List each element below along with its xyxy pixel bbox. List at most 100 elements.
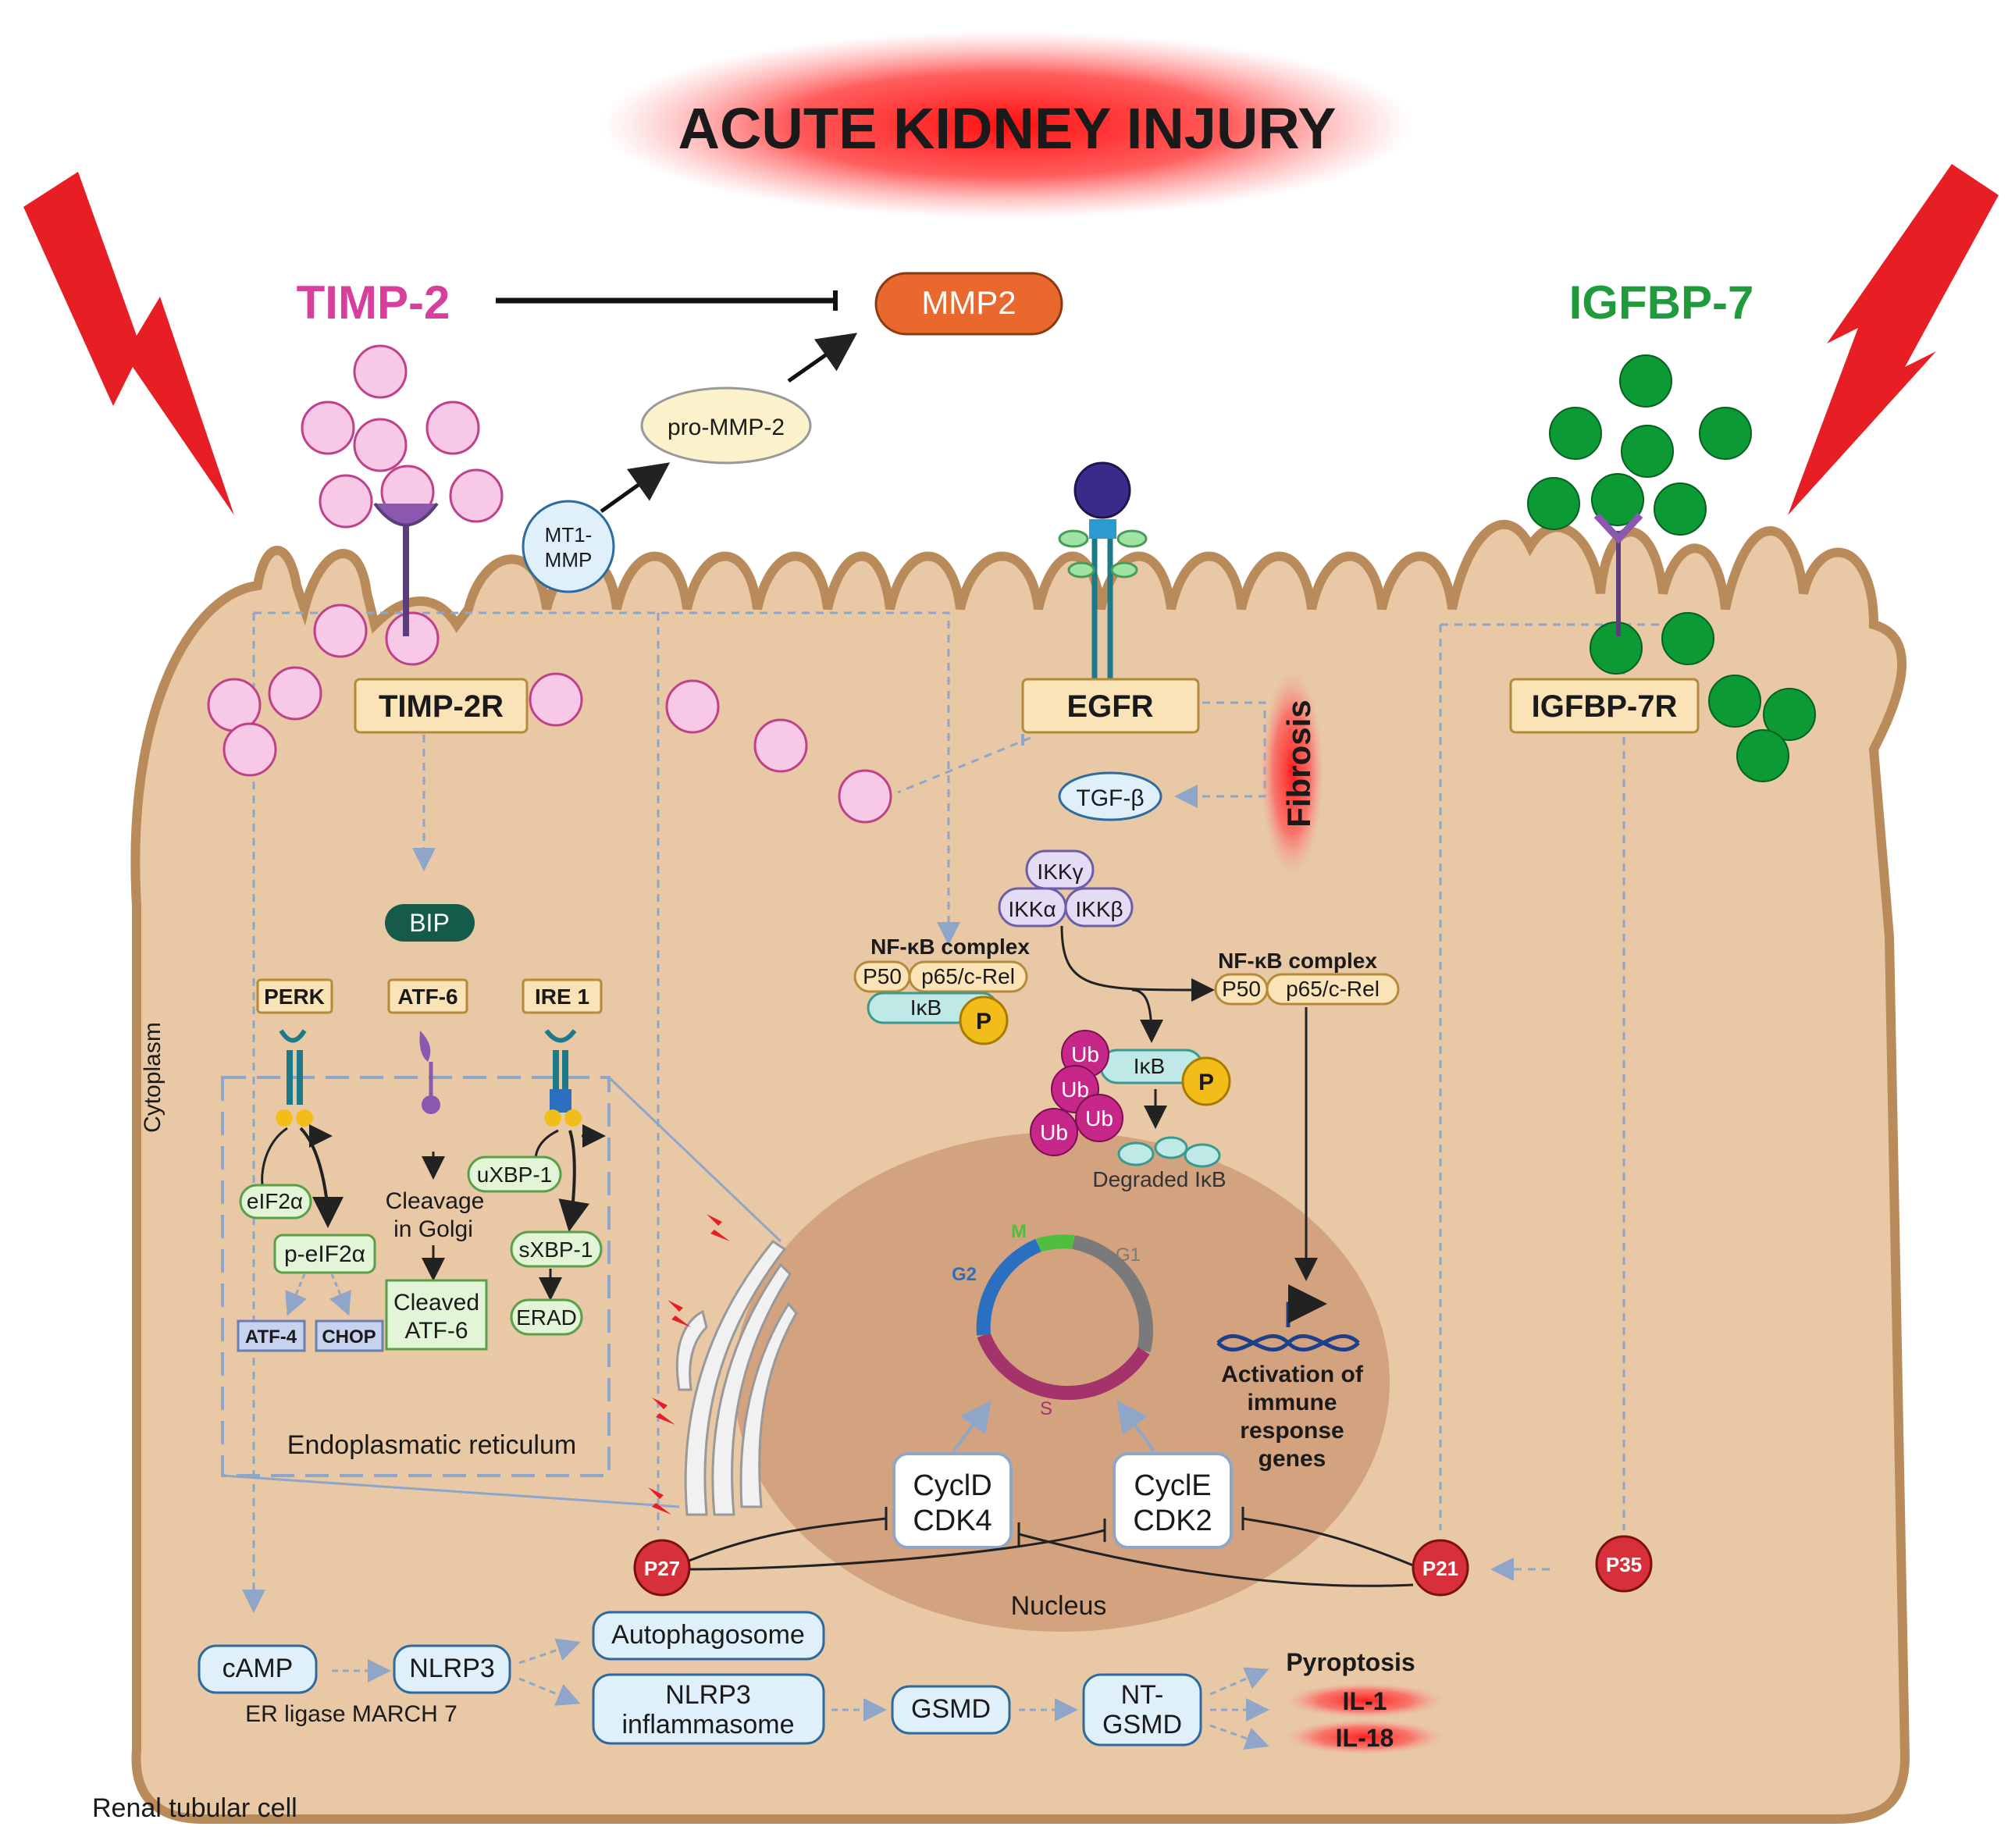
mmp2-label: MMP2 xyxy=(921,284,1016,321)
svg-text:Ub: Ub xyxy=(1061,1077,1089,1102)
timp2r-box xyxy=(354,678,529,734)
dna-icon xyxy=(1216,1284,1360,1352)
left-lightning-icon xyxy=(23,172,234,515)
svg-text:IκB: IκB xyxy=(910,995,942,1020)
svg-text:Activation of: Activation of xyxy=(1221,1362,1364,1387)
title-glow xyxy=(601,31,1413,219)
il1-label: IL-1 xyxy=(1343,1687,1387,1715)
svg-text:IKKγ: IKKγ xyxy=(1037,860,1083,884)
eif2a-label: eIF2α xyxy=(247,1189,303,1213)
right-lightning-icon xyxy=(1788,164,1999,515)
svg-text:CyclD: CyclD xyxy=(913,1469,992,1502)
camp-box xyxy=(198,1644,318,1694)
timp2r-receptor-icon xyxy=(373,502,439,527)
nucleus-label: Nucleus xyxy=(1011,1591,1107,1621)
stress-bolt-icons xyxy=(648,1214,730,1515)
egf-ligand-icon xyxy=(1073,461,1131,519)
svg-text:NLRP3: NLRP3 xyxy=(409,1654,495,1683)
igfbp7-label: IGFBP-7 xyxy=(1569,276,1754,329)
atf6-receptor-icon xyxy=(419,1031,440,1114)
svg-text:Cleaved: Cleaved xyxy=(393,1290,479,1316)
il18-label: IL-18 xyxy=(1336,1724,1394,1752)
pro-mmp2-label: pro-MMP-2 xyxy=(668,415,785,440)
nlrp3-inflammasome-box xyxy=(592,1673,825,1745)
ikk-complex xyxy=(998,849,1134,928)
timp2r-label: TIMP-2R xyxy=(379,689,504,724)
svg-text:IKKα: IKKα xyxy=(1008,897,1056,921)
p35-node xyxy=(1595,1535,1653,1593)
cytoplasm-label: Cytoplasm xyxy=(140,1022,166,1133)
renal-tubular-cell-label: Renal tubular cell xyxy=(92,1793,297,1823)
degraded-ikb-label: Degraded IκB xyxy=(1092,1167,1226,1191)
svg-text:Ub: Ub xyxy=(1040,1120,1068,1145)
svg-text:CDK4: CDK4 xyxy=(913,1504,992,1537)
erad-label: ERAD xyxy=(516,1305,577,1330)
phosphate-1-icon xyxy=(959,995,1009,1045)
p27-node xyxy=(633,1539,691,1597)
svg-text:P: P xyxy=(976,1009,992,1034)
svg-text:genes: genes xyxy=(1259,1446,1326,1472)
igfbp7r-box xyxy=(1509,678,1700,734)
svg-text:response: response xyxy=(1240,1418,1344,1444)
cell-cycle-ring xyxy=(976,1234,1153,1401)
svg-text:p65/c-Rel: p65/c-Rel xyxy=(1286,977,1380,1001)
g1-label: G1 xyxy=(1116,1244,1141,1266)
svg-text:P50: P50 xyxy=(1222,977,1261,1001)
cdk-inhibition-lines xyxy=(686,1507,1414,1587)
svg-text:immune: immune xyxy=(1247,1390,1337,1415)
svg-text:Ub: Ub xyxy=(1085,1106,1113,1131)
svg-text:P: P xyxy=(1198,1070,1214,1095)
fibrosis-label: Fibrosis xyxy=(1280,700,1317,827)
cleaved-atf6-box xyxy=(385,1279,488,1351)
egfr-label: EGFR xyxy=(1066,689,1153,724)
igfbp7r-label: IGFBP-7R xyxy=(1532,689,1678,724)
svg-text:GSMD: GSMD xyxy=(911,1694,991,1724)
igfbp7-molecules xyxy=(1527,354,1816,782)
s-label: S xyxy=(1040,1398,1052,1419)
er-ligase-label: ER ligase MARCH 7 xyxy=(245,1701,457,1727)
g2-label: G2 xyxy=(952,1264,977,1285)
title: ACUTE KIDNEY INJURY xyxy=(678,96,1337,161)
igfbp7r-receptor-icon xyxy=(1593,512,1643,544)
svg-text:NT-: NT- xyxy=(1121,1680,1164,1710)
svg-text:p65/c-Rel: p65/c-Rel xyxy=(921,964,1015,988)
pyroptosis-label: Pyroptosis xyxy=(1286,1648,1415,1676)
tgfb-label: TGF-β xyxy=(1076,785,1144,811)
perk-label: PERK xyxy=(264,985,325,1009)
chop-label: CHOP xyxy=(322,1326,376,1348)
phosphate-2-icon xyxy=(1181,1056,1231,1106)
m-label: M xyxy=(1011,1221,1027,1242)
egfr-box xyxy=(1021,678,1200,734)
bip-node xyxy=(385,904,475,942)
signal-dashed-lines xyxy=(242,611,1679,1613)
svg-text:CDK2: CDK2 xyxy=(1133,1504,1212,1537)
svg-text:P21: P21 xyxy=(1422,1557,1458,1580)
ire1-label: IRE 1 xyxy=(535,985,589,1009)
svg-text:Ub: Ub xyxy=(1071,1042,1099,1066)
svg-text:MMP: MMP xyxy=(545,548,593,571)
autophagosome-box xyxy=(592,1611,825,1661)
tgfb-node xyxy=(1058,771,1162,821)
svg-text:P35: P35 xyxy=(1606,1553,1642,1576)
perk-receptor-icon xyxy=(276,1029,313,1127)
svg-text:inflammasome: inflammasome xyxy=(621,1710,794,1739)
p-eif2a-label: p-eIF2α xyxy=(284,1241,365,1267)
er-box xyxy=(221,1076,611,1477)
svg-text:Autophagosome: Autophagosome xyxy=(611,1620,805,1650)
svg-text:MT1-: MT1- xyxy=(545,523,593,547)
bip-label: BIP xyxy=(409,909,450,937)
egfr-receptor-icon xyxy=(1091,523,1113,687)
cyce-cdk2-box xyxy=(1113,1452,1233,1549)
svg-text:ATF-6: ATF-6 xyxy=(404,1318,468,1344)
svg-text:NLRP3: NLRP3 xyxy=(665,1680,751,1710)
svg-text:cAMP: cAMP xyxy=(223,1654,294,1683)
timp2-label: TIMP-2 xyxy=(297,276,450,329)
svg-text:Cleavage: Cleavage xyxy=(386,1188,485,1214)
svg-text:in Golgi: in Golgi xyxy=(393,1216,473,1242)
er-golgi-icon xyxy=(675,1239,798,1516)
degraded-ikb-icon xyxy=(1117,1136,1221,1168)
svg-text:IκB: IκB xyxy=(1134,1054,1165,1078)
svg-text:GSMD: GSMD xyxy=(1102,1710,1182,1739)
